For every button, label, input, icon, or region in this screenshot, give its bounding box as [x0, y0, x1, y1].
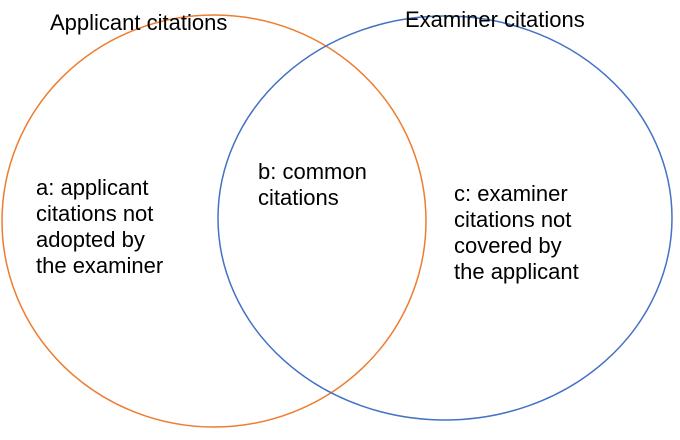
region-b-label: b: common citations [258, 159, 367, 210]
examiner-citations-circle [217, 15, 673, 421]
region-c-label: c: examiner citations not covered by the… [454, 181, 579, 284]
region-a-label: a: applicant citations not adopted by th… [36, 175, 164, 278]
applicant-citations-circle [1, 14, 427, 428]
examiner-citations-title: Examiner citations [405, 7, 585, 32]
applicant-citations-title: Applicant citations [50, 10, 228, 35]
